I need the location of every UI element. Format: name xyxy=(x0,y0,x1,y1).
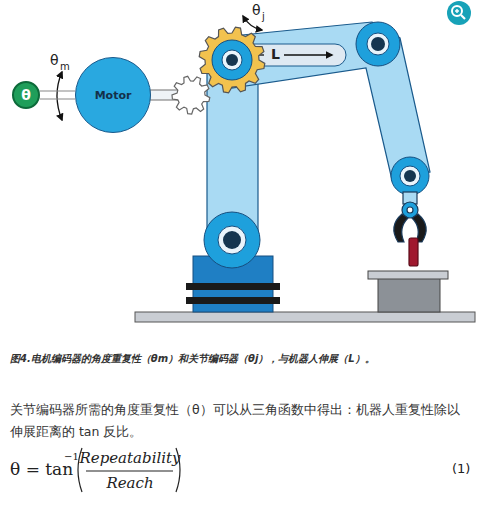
platform xyxy=(135,312,475,322)
encoder-circle: θ xyxy=(12,81,40,109)
equation-number: (1) xyxy=(452,461,470,476)
rotation-arrow xyxy=(57,72,62,120)
angle-subscript: j xyxy=(262,11,265,22)
table-top xyxy=(368,271,448,279)
angle-symbol: θ xyxy=(50,52,59,68)
node-text: Motor xyxy=(95,89,132,102)
equation-superscript: −1 xyxy=(64,451,79,462)
body-text: 关节编码器所需的角度重复性（θ）可以从三角函数中得出：机器人重复性除以伸展距离的… xyxy=(10,399,472,443)
robot-arm xyxy=(207,22,430,240)
motor-circle: Motor xyxy=(75,57,151,133)
motor-gear xyxy=(172,76,210,114)
equation-numerator: Repeatability xyxy=(79,449,180,467)
angle-subscript: m xyxy=(60,61,70,72)
joint-gear xyxy=(199,27,265,93)
angle-symbol: θ xyxy=(252,2,261,18)
joint xyxy=(204,22,429,268)
rotation-arrow xyxy=(243,16,262,30)
node-text: θ xyxy=(21,87,31,103)
reach-label: L xyxy=(269,46,282,62)
gripper xyxy=(394,192,426,266)
equation-denominator: Reach xyxy=(106,474,153,492)
shaft-connector xyxy=(40,91,75,99)
reach-arrow xyxy=(284,54,332,55)
figure-caption: 图4.电机编码器的角度重复性（θm）和关节编码器（θj），与机器人伸展（L）。 xyxy=(10,352,472,366)
zoom-icon xyxy=(447,1,471,25)
fraction-bar xyxy=(86,470,173,471)
table xyxy=(378,278,440,312)
equation-text: θ = tan xyxy=(10,459,73,479)
